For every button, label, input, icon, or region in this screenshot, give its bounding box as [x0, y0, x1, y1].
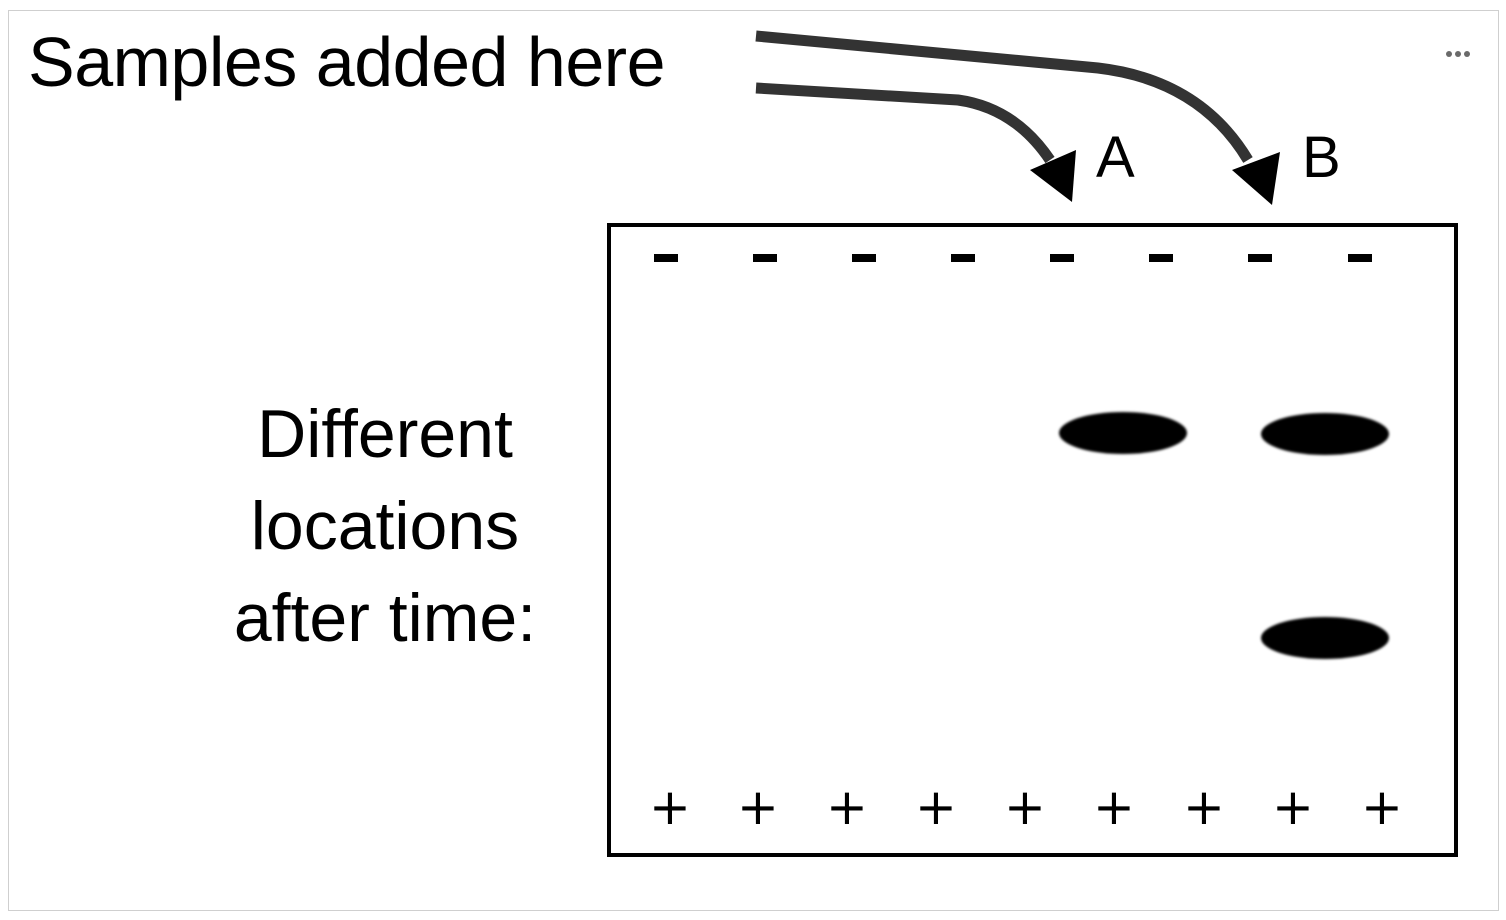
positive-mark-8: +	[1272, 778, 1314, 836]
side-label-line-1: Different	[257, 396, 513, 472]
positive-mark-4: +	[915, 778, 957, 836]
positive-mark-7: +	[1183, 778, 1225, 836]
negative-well-3	[852, 254, 876, 262]
positive-mark-1: +	[649, 778, 691, 836]
arrow-to-lane-b-icon	[755, 30, 1280, 205]
positive-mark-3: +	[826, 778, 868, 836]
positive-mark-6: +	[1093, 778, 1135, 836]
negative-well-6	[1149, 254, 1173, 262]
gel-box	[607, 223, 1458, 857]
negative-well-5	[1050, 254, 1074, 262]
arrow-to-lane-a-icon	[755, 82, 1076, 202]
lane-b-label: B	[1302, 125, 1341, 190]
band-b-lower	[1261, 617, 1389, 659]
samples-added-label: Samples added here	[28, 23, 666, 101]
negative-well-4	[951, 254, 975, 262]
lane-a-label: A	[1096, 125, 1135, 190]
negative-well-7	[1248, 254, 1272, 262]
negative-well-8	[1348, 254, 1372, 262]
side-label-line-2: locations	[250, 488, 520, 564]
band-a-upper	[1059, 412, 1187, 454]
side-label-line-3: after time:	[233, 580, 537, 656]
more-options-icon[interactable]	[1438, 42, 1478, 66]
side-label: Different locations after time:	[200, 388, 570, 664]
positive-mark-9: +	[1361, 778, 1403, 836]
figure-frame	[8, 10, 1499, 911]
negative-well-1	[654, 254, 678, 262]
positive-mark-2: +	[737, 778, 779, 836]
band-b-upper	[1261, 413, 1389, 455]
negative-well-2	[753, 254, 777, 262]
positive-mark-5: +	[1004, 778, 1046, 836]
